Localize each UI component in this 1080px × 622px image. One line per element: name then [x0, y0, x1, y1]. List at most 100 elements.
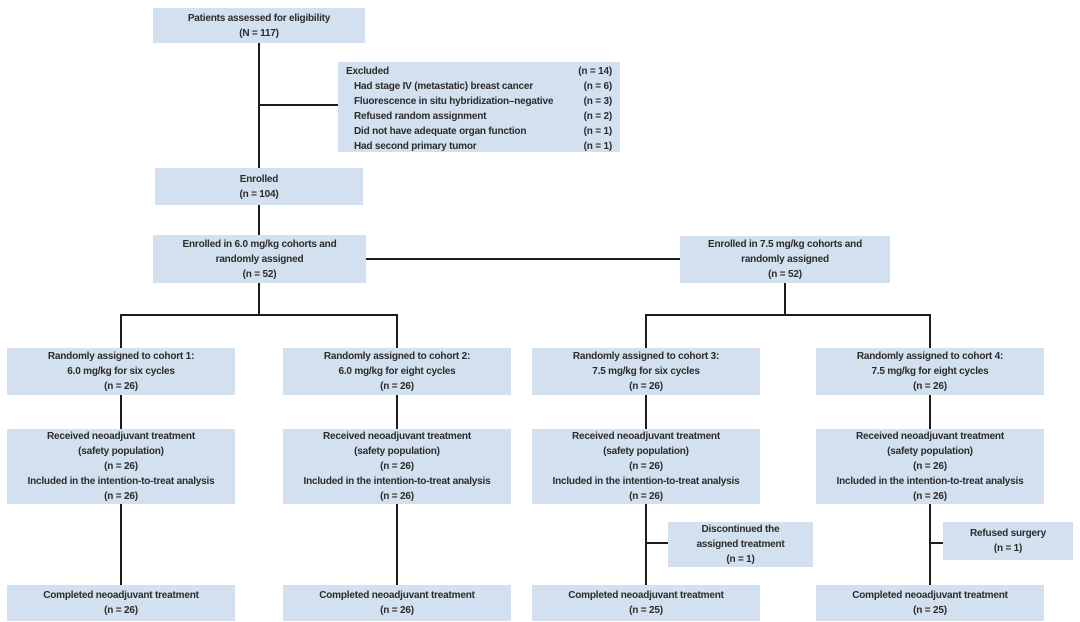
cohort1-received-line3: (n = 26) — [104, 461, 138, 472]
box-cohort-2-assigned: Randomly assigned to cohort 2: 6.0 mg/kg… — [283, 348, 511, 395]
connector-cohort1-to-received — [120, 395, 122, 429]
connector-to-excluded — [258, 104, 338, 106]
cohort1-completed-line1: Completed neoadjuvant treatment — [43, 590, 199, 601]
cohort3-assigned-line1: Randomly assigned to cohort 3: — [572, 351, 720, 362]
cohort4-assigned-line2: 7.5 mg/kg for eight cycles — [871, 366, 989, 377]
cohort2-completed-line1: Completed neoadjuvant treatment — [319, 590, 475, 601]
box-cohort-1-completed: Completed neoadjuvant treatment (n = 26) — [7, 585, 235, 621]
excluded-label: Did not have adequate organ function — [354, 126, 527, 137]
arm75-line1: Enrolled in 7.5 mg/kg cohorts and — [708, 239, 862, 250]
cohort2-received-line5: (n = 26) — [380, 491, 414, 502]
cohort1-received-line4: Included in the intention-to-treat analy… — [27, 476, 215, 487]
refused-line2: (n = 1) — [993, 543, 1023, 554]
cohort2-assigned-line1: Randomly assigned to cohort 2: — [323, 351, 471, 362]
arm60-line3: (n = 52) — [242, 268, 277, 280]
cohort3-received-line2: (safety population) — [603, 446, 689, 457]
cohort2-received-line4: Included in the intention-to-treat analy… — [303, 476, 491, 487]
enrolled-line1: Enrolled — [239, 173, 279, 185]
excluded-n: (n = 1) — [583, 126, 613, 137]
connector-received1-to-completed — [120, 504, 122, 585]
arm60-line2: randomly assigned — [215, 253, 304, 265]
cohort3-received-line4: Included in the intention-to-treat analy… — [552, 476, 740, 487]
box-enrolled: Enrolled (n = 104) — [155, 168, 363, 205]
excluded-label: Had stage IV (metastatic) breast cancer — [354, 81, 533, 92]
cohort4-assigned-line3: (n = 26) — [913, 381, 947, 392]
excluded-row: Fluorescence in situ hybridization–negat… — [346, 94, 612, 109]
box-cohort-4-received: Received neoadjuvant treatment (safety p… — [816, 429, 1044, 504]
cohort4-received-line4: Included in the intention-to-treat analy… — [836, 476, 1024, 487]
excluded-n: (n = 2) — [583, 111, 613, 122]
cohort3-completed-line1: Completed neoadjuvant treatment — [568, 590, 724, 601]
cohort3-completed-line2: (n = 25) — [629, 605, 663, 616]
cohort4-completed-line1: Completed neoadjuvant treatment — [852, 590, 1008, 601]
connector-arm60-to-arm75 — [366, 258, 680, 260]
connector-received3-to-completed — [645, 504, 647, 585]
box-arm-6-0: Enrolled in 6.0 mg/kg cohorts and random… — [153, 235, 366, 283]
cohort1-received-line1: Received neoadjuvant treatment — [47, 431, 195, 442]
connector-to-cohort3 — [645, 314, 647, 348]
cohort1-assigned-line3: (n = 26) — [104, 381, 138, 392]
eligibility-line2: (N = 117) — [239, 27, 279, 39]
box-cohort-3-received: Received neoadjuvant treatment (safety p… — [532, 429, 760, 504]
arm75-line3: (n = 52) — [768, 269, 802, 280]
connector-to-cohort1 — [120, 314, 122, 348]
cohort3-assigned-line3: (n = 26) — [629, 381, 663, 392]
box-eligibility: Patients assessed for eligibility (N = 1… — [153, 8, 365, 43]
excluded-label: Excluded — [346, 66, 389, 77]
connector-to-refused-surgery — [931, 542, 943, 544]
cohort4-received-line5: (n = 26) — [913, 491, 947, 502]
connector-to-discontinued — [647, 542, 668, 544]
arm60-line1: Enrolled in 6.0 mg/kg cohorts and — [182, 238, 337, 250]
connector-to-cohort4 — [929, 314, 931, 348]
excluded-row: Excluded (n = 14) — [346, 64, 612, 79]
split-bar-right — [645, 314, 931, 316]
excluded-row: Did not have adequate organ function (n … — [346, 124, 612, 139]
refused-line1: Refused surgery — [970, 528, 1046, 539]
excluded-row: Had stage IV (metastatic) breast cancer … — [346, 79, 612, 94]
excluded-label: Had second primary tumor — [354, 141, 477, 152]
excluded-n: (n = 1) — [583, 141, 613, 152]
connector-cohort4-to-received — [929, 395, 931, 429]
connector-to-cohort2 — [396, 314, 398, 348]
connector-enrolled-to-arm60 — [258, 205, 260, 235]
cohort4-completed-line2: (n = 25) — [913, 605, 947, 616]
excluded-row: Had second primary tumor (n = 1) — [346, 139, 612, 154]
box-cohort-1-received: Received neoadjuvant treatment (safety p… — [7, 429, 235, 504]
box-refused-surgery: Refused surgery (n = 1) — [943, 522, 1073, 560]
discontinued-line3: (n = 1) — [726, 554, 755, 565]
cohort3-received-line3: (n = 26) — [629, 461, 663, 472]
cohort3-received-line1: Received neoadjuvant treatment — [572, 431, 720, 442]
split-bar-left — [120, 314, 398, 316]
cohort4-assigned-line1: Randomly assigned to cohort 4: — [856, 351, 1004, 362]
box-arm-7-5: Enrolled in 7.5 mg/kg cohorts and random… — [680, 236, 890, 283]
cohort3-assigned-line2: 7.5 mg/kg for six cycles — [592, 366, 700, 377]
arm75-line2: randomly assigned — [741, 254, 829, 265]
box-cohort-1-assigned: Randomly assigned to cohort 1: 6.0 mg/kg… — [7, 348, 235, 395]
cohort2-assigned-line2: 6.0 mg/kg for eight cycles — [338, 366, 456, 377]
cohort1-received-line2: (safety population) — [78, 446, 164, 457]
cohort1-completed-line2: (n = 26) — [104, 605, 138, 616]
cohort4-received-line1: Received neoadjuvant treatment — [856, 431, 1004, 442]
connector-received4-to-completed — [929, 504, 931, 585]
box-excluded: Excluded (n = 14) Had stage IV (metastat… — [338, 62, 620, 152]
cohort2-received-line2: (safety population) — [354, 446, 440, 457]
cohort4-received-line3: (n = 26) — [913, 461, 947, 472]
connector-received2-to-completed — [396, 504, 398, 585]
cohort1-assigned-line1: Randomly assigned to cohort 1: — [47, 351, 195, 362]
box-cohort-4-completed: Completed neoadjuvant treatment (n = 25) — [816, 585, 1044, 621]
connector-cohort2-to-received — [396, 395, 398, 429]
box-cohort-3-assigned: Randomly assigned to cohort 3: 7.5 mg/kg… — [532, 348, 760, 395]
excluded-n: (n = 6) — [583, 81, 613, 92]
cohort3-received-line5: (n = 26) — [629, 491, 663, 502]
cohort2-assigned-line3: (n = 26) — [380, 381, 414, 392]
connector-arm75-down — [784, 283, 786, 316]
eligibility-line1: Patients assessed for eligibility — [187, 12, 331, 24]
box-cohort-3-completed: Completed neoadjuvant treatment (n = 25) — [532, 585, 760, 621]
cohort2-completed-line2: (n = 26) — [380, 605, 414, 616]
discontinued-line1: Discontinued the — [701, 524, 780, 535]
cohort1-received-line5: (n = 26) — [104, 491, 138, 502]
cohort4-received-line2: (safety population) — [887, 446, 973, 457]
cohort2-received-line3: (n = 26) — [380, 461, 414, 472]
cohort2-received-line1: Received neoadjuvant treatment — [323, 431, 471, 442]
